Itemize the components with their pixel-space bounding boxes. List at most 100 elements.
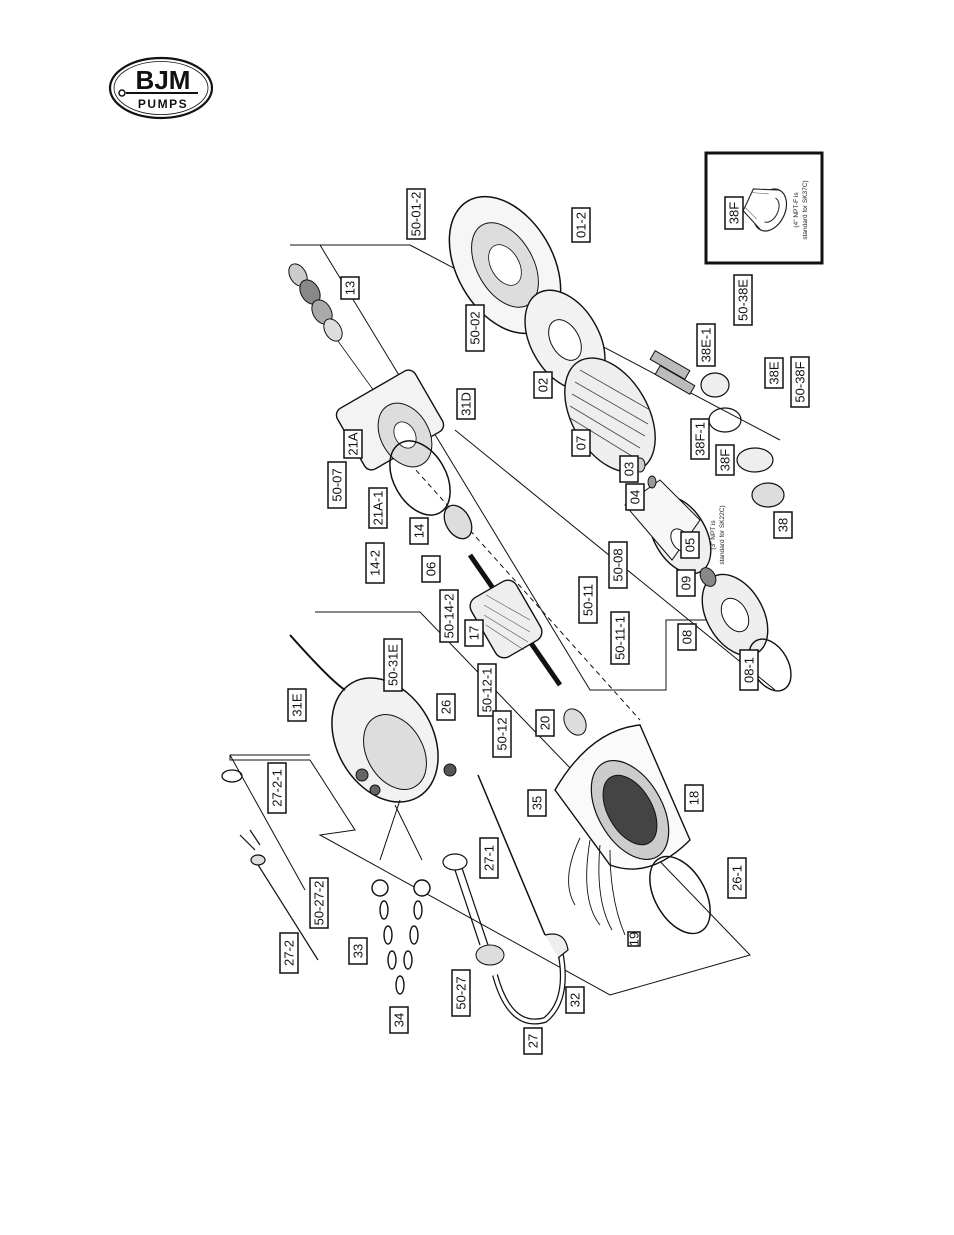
part-label-01-2: 01-2 xyxy=(571,207,591,243)
part-label-text: 17 xyxy=(467,626,482,640)
center-axis xyxy=(379,429,641,721)
part-label-50-38E: 50-38E xyxy=(733,274,753,326)
rod-part-35 xyxy=(477,774,546,936)
part-label-text: 26 xyxy=(439,700,454,714)
mechanical-seal-part-13 xyxy=(288,263,343,342)
part-label-50-27: 50-27 xyxy=(451,969,471,1017)
part-label-27-1: 27-1 xyxy=(479,837,499,879)
pump-note-line1: (3" NPT is xyxy=(710,520,717,550)
part-label-50-07: 50-07 xyxy=(327,461,347,509)
part-label-text: 38F-1 xyxy=(693,422,708,456)
part-label-35: 35 xyxy=(527,789,547,817)
inset-note-line2: standard for SK37C) xyxy=(802,180,809,239)
part-label-text: 31D xyxy=(459,392,474,416)
inset-38f-box: (4" NPT-F is standard for SK37C) xyxy=(704,151,824,265)
o-ring-part-26-1 xyxy=(649,855,711,935)
part-label-text: 50-11 xyxy=(581,584,596,616)
motor-end-outline xyxy=(229,611,751,996)
part-label-text: 03 xyxy=(622,462,637,476)
part-label-21A-1: 21A-1 xyxy=(368,487,388,529)
part-label-34: 34 xyxy=(389,1006,409,1034)
part-label-26-1: 26-1 xyxy=(727,857,747,899)
part-label-text: 27-1 xyxy=(482,845,497,871)
part-label-09: 09 xyxy=(676,569,696,597)
part-label-text: 08-1 xyxy=(742,657,757,683)
part-label-text: 09 xyxy=(679,576,694,590)
part-label-text: 50-12-1 xyxy=(480,668,495,713)
part-label-text: 14-2 xyxy=(368,550,383,576)
part-label-50-08: 50-08 xyxy=(608,541,628,589)
part-label-50-12-1: 50-12-1 xyxy=(477,663,497,717)
part-label-17: 17 xyxy=(464,619,484,647)
part-label-31E: 31E xyxy=(287,688,307,722)
part-label-text: 26-1 xyxy=(730,865,745,891)
o-ring-part-21A-1 xyxy=(389,440,451,516)
cable-clamp-part-32 xyxy=(544,933,569,959)
lifting-chain-part-34 xyxy=(371,879,431,995)
part-label-text: 21A-1 xyxy=(371,491,386,526)
part-label-06: 06 xyxy=(421,555,441,583)
part-label-21A: 21A xyxy=(343,429,363,459)
part-label-text: 35 xyxy=(530,796,545,810)
logo-sub-text: PUMPS xyxy=(138,97,188,111)
part-label-50-27-2: 50-27-2 xyxy=(309,877,329,929)
part-label-text: 50-08 xyxy=(611,548,626,581)
part-label-38: 38 xyxy=(773,511,793,539)
part-label-text: 50-02 xyxy=(468,311,483,344)
part-label-38E: 38E xyxy=(764,357,784,389)
part-label-19: 19 xyxy=(627,931,642,947)
part-label-text: 38E xyxy=(767,361,782,384)
discharge-part-38 xyxy=(649,349,785,508)
inset-part-text: 38F xyxy=(727,202,742,224)
part-label-50-01-2: 50-01-2 xyxy=(406,188,426,240)
part-label-text: 50-11-1 xyxy=(613,616,628,660)
part-label-text: 02 xyxy=(536,378,551,392)
o-ring-part-27-1 xyxy=(442,853,468,871)
part-label-text: 50-14-2 xyxy=(442,594,457,639)
part-label-27: 27 xyxy=(523,1027,543,1055)
part-label-text: 50-07 xyxy=(330,468,345,501)
part-label-text: 50-31E xyxy=(386,644,401,686)
part-label-text: 50-27 xyxy=(454,976,469,1009)
part-label-text: 33 xyxy=(351,944,366,958)
part-label-text: 32 xyxy=(568,993,583,1007)
part-label-32: 32 xyxy=(565,986,585,1014)
part-label-05: 05 xyxy=(680,531,700,559)
logo-brand-text: BJM xyxy=(136,65,191,95)
part-label-33: 33 xyxy=(348,937,368,965)
o-ring-part-27-2-1 xyxy=(221,769,243,783)
part-label-text: 19 xyxy=(627,932,642,946)
part-label-50-12: 50-12 xyxy=(492,710,512,758)
inset-part-label-38f: 38F xyxy=(724,196,744,230)
part-label-text: 06 xyxy=(424,562,439,576)
part-label-text: 27-2 xyxy=(282,940,297,966)
part-label-text: 38 xyxy=(776,518,791,532)
part-label-text: 04 xyxy=(628,490,643,504)
part-label-text: 34 xyxy=(392,1013,407,1027)
cable-part-31E xyxy=(289,634,346,691)
part-label-14-2: 14-2 xyxy=(365,542,385,584)
bearing-part-14 xyxy=(443,504,473,540)
part-label-text: 21A xyxy=(346,432,361,455)
part-label-text: 38F xyxy=(718,449,733,471)
part-label-27-2-1: 27-2-1 xyxy=(267,762,287,814)
power-cable-part-27 xyxy=(454,867,566,1025)
part-label-50-02: 50-02 xyxy=(465,304,485,352)
part-label-50-11: 50-11 xyxy=(578,576,598,624)
part-label-text: 18 xyxy=(687,791,702,805)
part-label-text: 27-2-1 xyxy=(270,769,285,807)
part-label-07: 07 xyxy=(571,429,591,457)
part-label-38E-1: 38E-1 xyxy=(696,323,716,367)
part-label-text: 50-12 xyxy=(495,717,510,750)
part-label-text: 14 xyxy=(412,524,427,538)
ring-part-09 xyxy=(699,567,717,587)
part-label-50-14-2: 50-14-2 xyxy=(439,589,459,643)
part-label-50-38F: 50-38F xyxy=(790,356,810,408)
bjm-pumps-logo: BJM PUMPS xyxy=(108,56,214,120)
part-label-03: 03 xyxy=(619,455,639,483)
cable-part-27-2 xyxy=(239,829,319,961)
part-label-text: 50-27-2 xyxy=(312,881,327,926)
part-label-text: 50-38E xyxy=(736,279,751,321)
bearing-part-20 xyxy=(563,708,587,736)
